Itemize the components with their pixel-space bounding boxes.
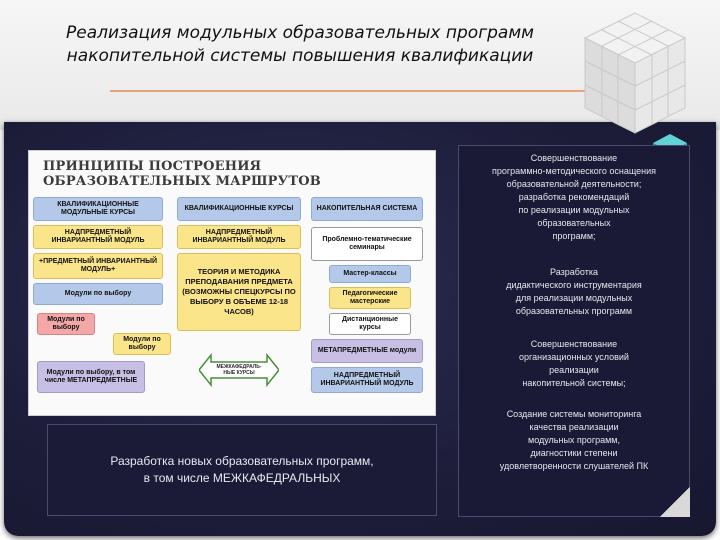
task-line: удовлетворенности слушателей ПК <box>499 461 649 471</box>
task-line: модульных программ, <box>528 435 620 445</box>
left-box-elective-3: Модули по выбору <box>113 333 171 355</box>
task-line: организационных условий <box>519 352 629 362</box>
right-box-cumulative-system: НАКОПИТЕЛЬНАЯ СИСТЕМА <box>311 197 423 221</box>
task-line: образовательных <box>537 218 611 228</box>
task-line: для реализации модульных <box>515 293 633 303</box>
task-line: программ; <box>552 231 596 241</box>
slide-title-line-1: Реализация модульных образовательных про… <box>66 23 534 43</box>
right-box-seminars: Проблемно-тематические семинары <box>311 227 423 261</box>
new-programs-line-1: Разработка новых образовательных програм… <box>110 454 374 468</box>
interdepartmental-arrow-icon <box>199 352 279 388</box>
new-programs-box: Разработка новых образовательных програм… <box>47 424 437 516</box>
left-box-qualification-modular: КВАЛИФИКАЦИОННЫЕ МОДУЛЬНЫЕ КУРСЫ <box>33 197 163 221</box>
task-line: реализации <box>549 365 599 375</box>
task-line: качества реализации <box>529 422 619 432</box>
task-methodology: Совершенствование программно-методическо… <box>459 152 689 243</box>
left-box-elective-meta: Модули по выбору, в том числе МЕТАПРЕДМЕ… <box>37 361 145 393</box>
mid-box-theory-methodology: ТЕОРИЯ И МЕТОДИКА ПРЕПОДАВАНИЯ ПРЕДМЕТА … <box>177 253 301 331</box>
mid-box-qualification-courses: КВАЛИФИКАЦИОННЫЕ КУРСЫ <box>177 197 301 221</box>
task-line: по реализации модульных <box>518 205 630 215</box>
task-line: диагностики степени <box>530 448 618 458</box>
task-organizational-conditions: Совершенствование организационных услови… <box>459 338 689 390</box>
tasks-column: Совершенствование программно-методическо… <box>458 145 690 517</box>
task-line: Разработка <box>550 267 598 277</box>
task-line: накопительной системы; <box>522 378 626 388</box>
page-curl-decoration <box>660 487 690 517</box>
diagram-title-line-1: ПРИНЦИПЫ ПОСТРОЕНИЯ <box>43 159 262 174</box>
right-box-supra-subject: НАДПРЕДМЕТНЫЙ ИНВАРИАНТНЫЙ МОДУЛЬ <box>311 367 423 393</box>
left-box-elective-2: Модули по выбору <box>37 313 95 335</box>
task-line: образовательной деятельности; <box>506 179 642 189</box>
diagram-title-line-2: ОБРАЗОВАТЕЛЬНЫХ МАРШРУТОВ <box>43 174 321 189</box>
right-box-workshops: Педагогические мастерские <box>329 287 411 309</box>
task-line: Совершенствование <box>530 339 618 349</box>
task-line: разработка рекомендаций <box>518 192 630 202</box>
new-programs-line-2: в том числе МЕЖКАФЕДРАЛЬНЫХ <box>143 471 341 485</box>
title-underline <box>110 90 670 92</box>
left-box-supra-subject: НАДПРЕДМЕТНЫЙ ИНВАРИАНТНЫЙ МОДУЛЬ <box>33 225 163 249</box>
task-line: дидактического инструментария <box>506 280 642 290</box>
right-box-distance-courses: Дистанционные курсы <box>329 313 411 335</box>
diagram-title: ПРИНЦИПЫ ПОСТРОЕНИЯ ОБРАЗОВАТЕЛЬНЫХ МАРШ… <box>43 159 321 189</box>
left-box-elective-1: Модули по выбору <box>33 283 163 305</box>
task-line: образовательных программ <box>515 306 633 316</box>
right-box-master-classes: Мастер-классы <box>329 265 411 283</box>
right-box-meta-modules: МЕТАПРЕДМЕТНЫЕ модули <box>311 339 423 363</box>
mid-box-interdepartmental: МЕЖКАФЕДРАЛЬ-НЫЕ КУРСЫ <box>216 364 262 376</box>
slide-title: Реализация модульных образовательных про… <box>40 22 560 68</box>
task-line: программно-методического оснащения <box>491 166 657 176</box>
slide-title-line-2: накопительной системы повышения квалифик… <box>66 46 534 66</box>
principles-diagram: ПРИНЦИПЫ ПОСТРОЕНИЯ ОБРАЗОВАТЕЛЬНЫХ МАРШ… <box>28 150 436 416</box>
task-monitoring-system: Создание системы мониторинга качества ре… <box>459 408 689 473</box>
mid-box-supra-subject: НАДПРЕДМЕТНЫЙ ИНВАРИАНТНЫЙ МОДУЛЬ <box>177 225 301 249</box>
task-line: Совершенствование <box>530 153 618 163</box>
left-box-subject-invariant: +ПРЕДМЕТНЫЙ ИНВАРИАНТНЫЙ МОДУЛЬ+ <box>33 253 163 279</box>
task-didactic-tools: Разработка дидактического инструментария… <box>459 266 689 318</box>
task-line: Создание системы мониторинга <box>506 409 642 419</box>
